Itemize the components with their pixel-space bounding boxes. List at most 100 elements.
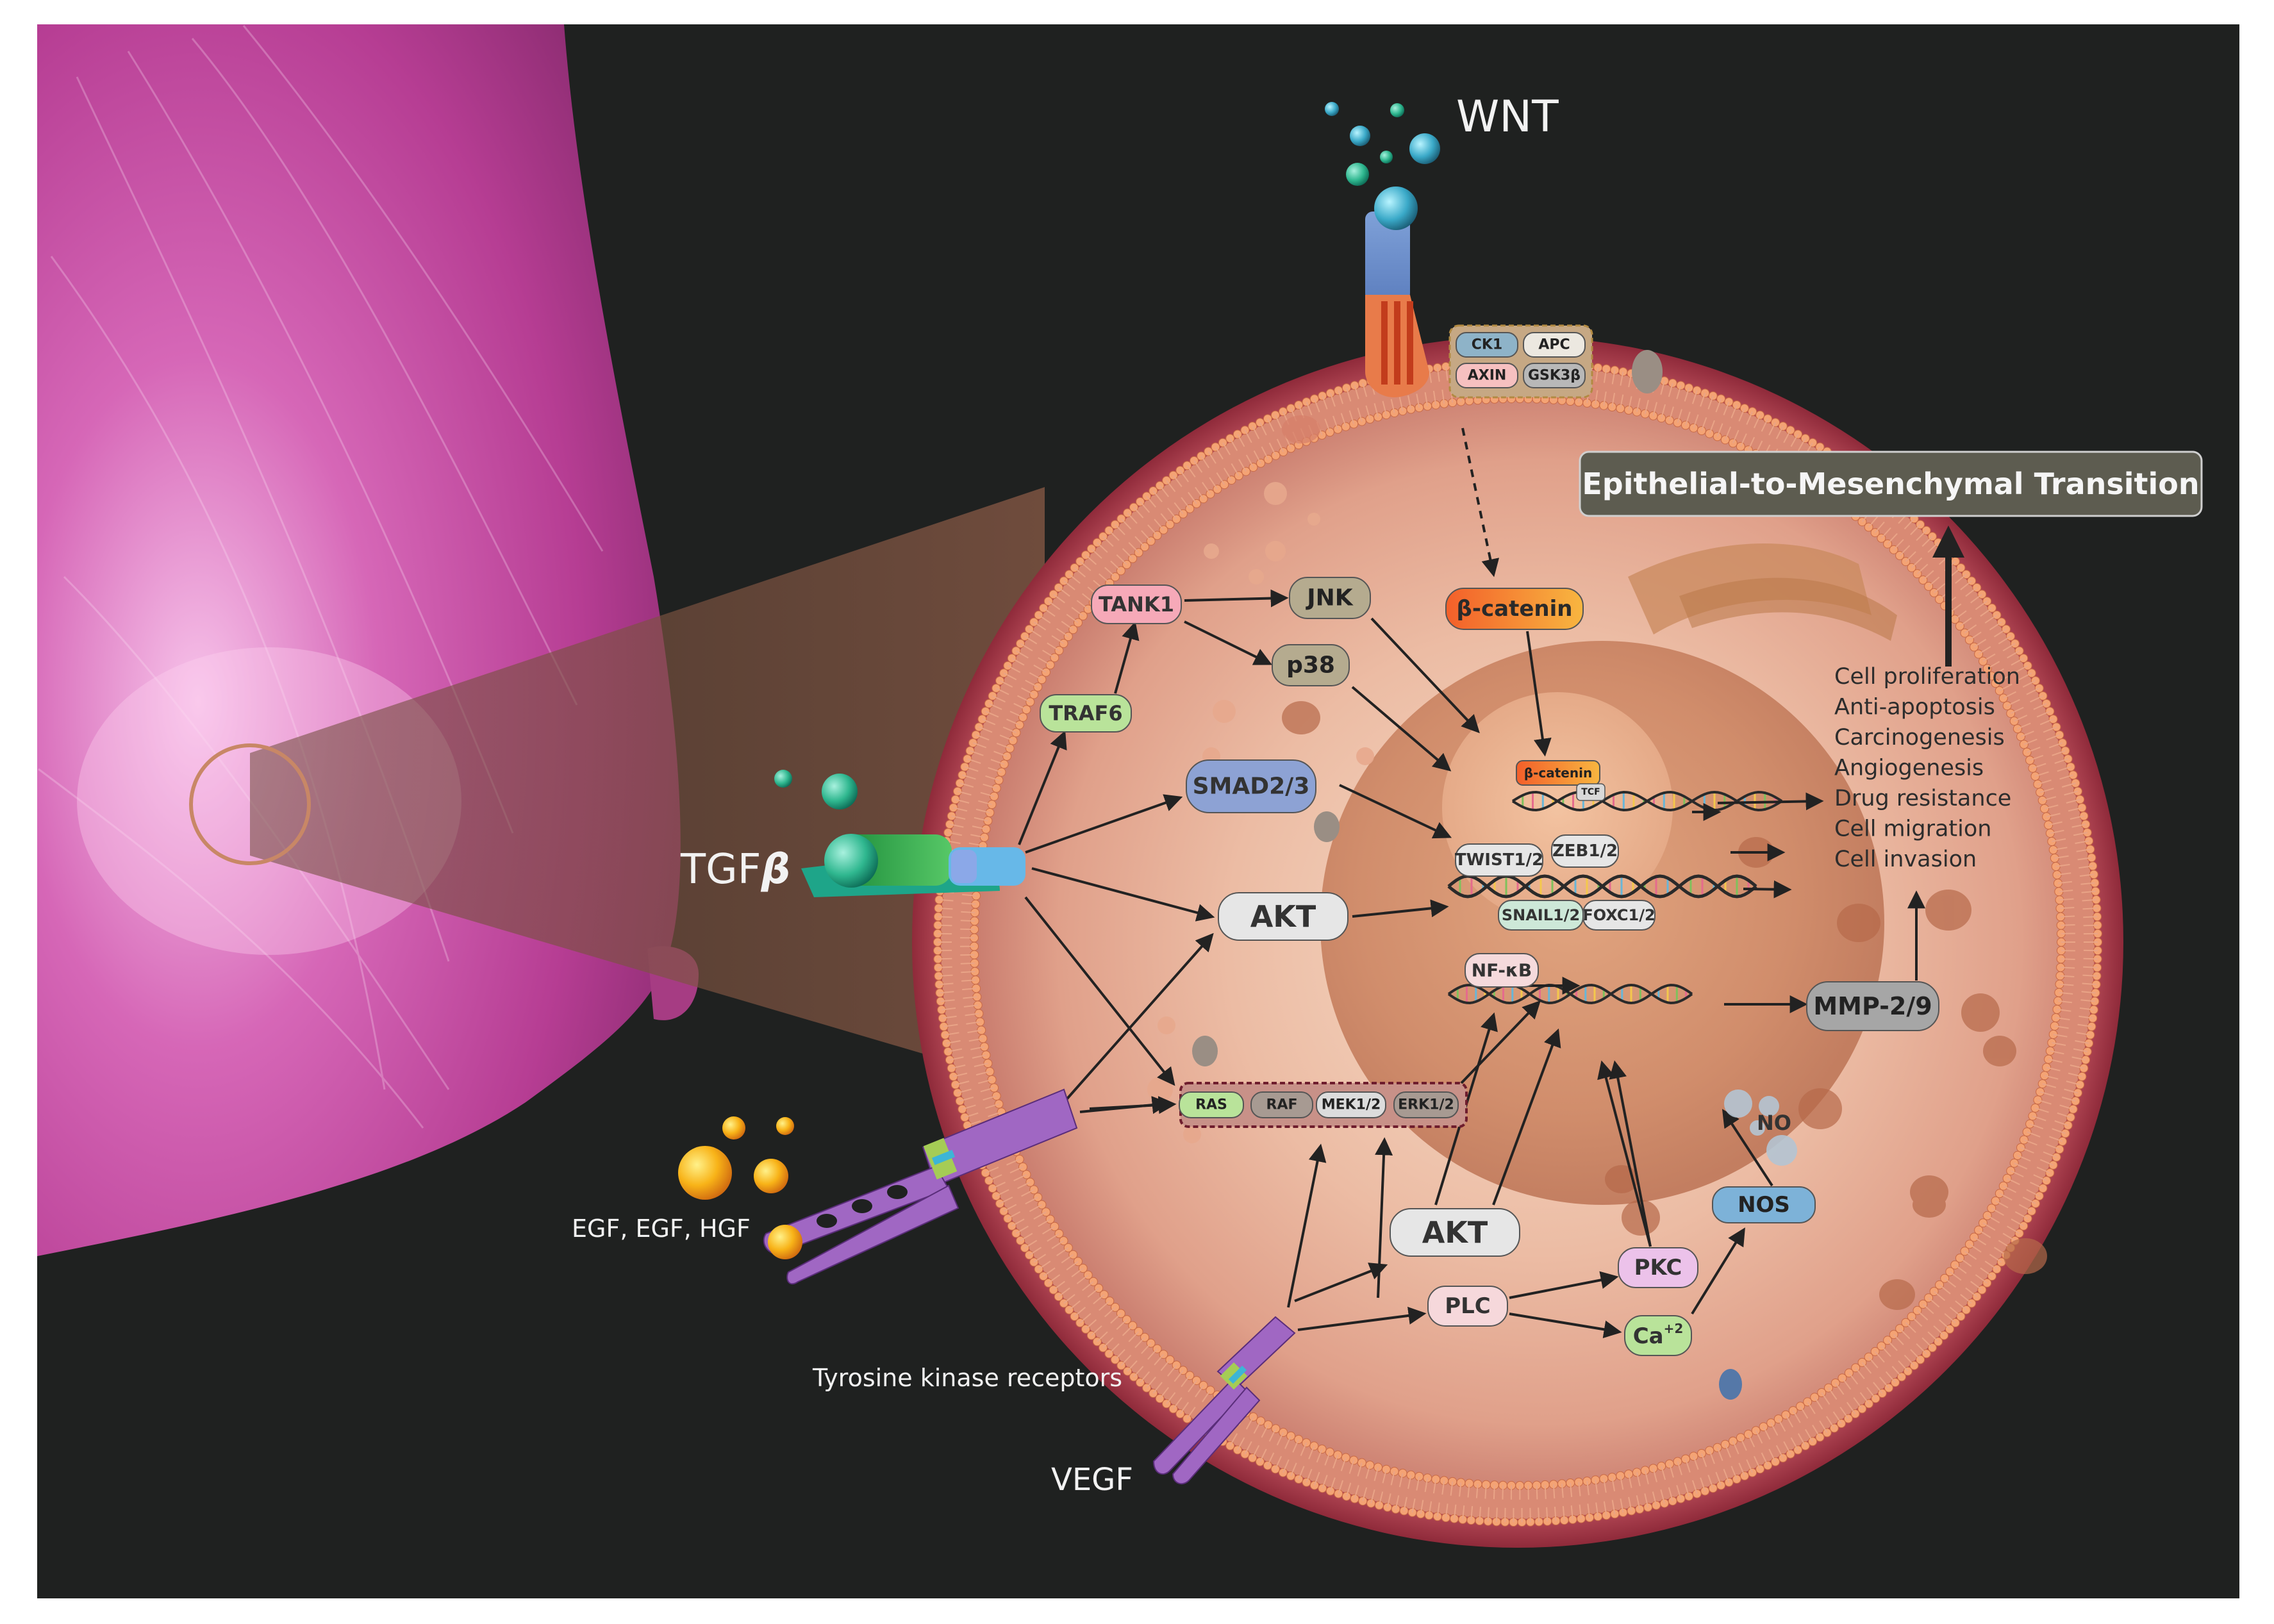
vegf-receptor <box>1152 1316 1296 1485</box>
nuclear-spots <box>1282 701 2047 1310</box>
mapk-complex-item-shape <box>1393 1091 1459 1118</box>
mammogram-breast <box>37 24 681 1256</box>
mapk-complex-item-shape <box>1250 1091 1313 1118</box>
pathway-arrow <box>1063 932 1214 1104</box>
mapk-complex-item-label: RAF <box>1266 1097 1298 1113</box>
pathway-arrow <box>1018 730 1067 845</box>
ca-node-shape <box>1624 1315 1692 1356</box>
vegf-label: VEGF <box>1051 1462 1133 1498</box>
tank1-node-shape <box>1091 584 1182 624</box>
smad-node: SMAD2/3 <box>1186 759 1316 813</box>
wnt-complex-item-label: AXIN <box>1468 368 1507 384</box>
pathway-arrow <box>1722 1109 1773 1187</box>
mapk-complex-item-label: MEK1/2 <box>1322 1097 1381 1113</box>
foxc-node-shape <box>1582 900 1656 931</box>
plc-node-shape <box>1427 1286 1508 1327</box>
tgf-beta-symbol: β <box>761 846 791 893</box>
akt-node-top-label: AKT <box>1250 899 1316 934</box>
mmp-node-label: MMP-2/9 <box>1813 992 1932 1020</box>
mapk-complex-item-shape <box>1179 1091 1244 1118</box>
traf6-node-shape <box>1040 694 1132 733</box>
pathway-arrow <box>1079 1096 1170 1114</box>
rtk-label: Tyrosine kinase receptors <box>812 1364 1122 1392</box>
wnt-dotted-arrow <box>1461 427 1500 577</box>
pathway-arrow <box>1297 1306 1427 1331</box>
pathway-arrow <box>1691 1227 1745 1315</box>
pkc-node-label: PKC <box>1634 1255 1682 1280</box>
outcome-item: Angiogenesis <box>1834 756 1984 781</box>
pathway-arrow <box>1609 1060 1652 1247</box>
egf-label: EGF, EGF, HGF <box>572 1214 751 1243</box>
twist-node-shape <box>1455 843 1543 877</box>
wnt-complex-item-shape <box>1523 363 1586 388</box>
wnt-complex-item-label: GSK3β <box>1528 368 1581 384</box>
traf6-node-label: TRAF6 <box>1049 701 1122 725</box>
emt-box: Epithelial-to-Mesenchymal Transition <box>1579 451 2203 517</box>
pathway-arrow <box>1351 686 1452 772</box>
outcome-item: Cell migration <box>1834 816 1991 842</box>
pathway-arrow <box>1294 1263 1388 1302</box>
nos-node-shape <box>1712 1186 1816 1223</box>
outcome-item: Drug resistance <box>1834 786 2011 811</box>
wnt-complex-item-0: CK1 <box>1456 332 1518 358</box>
twist-node-label: TWIST1/2 <box>1455 850 1543 870</box>
foxc-node: FOXC1/2 <box>1582 900 1656 931</box>
ca-text: Ca <box>1633 1323 1664 1349</box>
plc-node-label: PLC <box>1445 1293 1491 1319</box>
traf6-node: TRAF6 <box>1040 694 1132 733</box>
pathway-arrow <box>1287 1143 1327 1308</box>
pathway-arrow <box>1114 621 1140 694</box>
ca-node-label: Ca+2 <box>1633 1321 1684 1349</box>
outcome-item: Anti-apoptosis <box>1834 695 1995 720</box>
outcome-item: Cell proliferation <box>1834 664 2020 690</box>
nos-node: NOS <box>1712 1186 1816 1223</box>
outcome-item: Carcinogenesis <box>1834 725 2005 750</box>
nfkb-node-shape <box>1465 953 1539 988</box>
egf-receptor <box>678 1088 1078 1285</box>
mmp-node: MMP-2/9 <box>1806 981 1939 1031</box>
pathway-arrow <box>1492 1028 1561 1206</box>
pathway-arrow <box>1352 899 1449 918</box>
mapk-complex-item-label: RAS <box>1195 1097 1227 1113</box>
smad-node-label: SMAD2/3 <box>1193 774 1310 800</box>
pathway-arrow <box>1526 631 1552 757</box>
tcf-node-label: TCF <box>1581 787 1600 797</box>
beta-catenin-nuclear-label: β-catenin <box>1524 765 1592 781</box>
no-bubbles <box>1724 1090 1797 1166</box>
akt-node-bottom-label: AKT <box>1422 1215 1488 1250</box>
ca-node: Ca+2 <box>1624 1315 1692 1356</box>
nfkb-node: NF-κB <box>1465 953 1539 988</box>
pathway-arrow <box>1597 1060 1652 1247</box>
wnt-complex-item-shape <box>1456 332 1518 358</box>
pathway-arrow <box>1460 1000 1541 1084</box>
mmp-node-shape <box>1806 981 1939 1031</box>
zeb-node-label: ZEB1/2 <box>1552 841 1618 861</box>
golgi-apparatus <box>1679 577 1897 641</box>
pathway-arrow <box>1025 794 1183 854</box>
smad-node-shape <box>1186 759 1316 813</box>
pathway-arrows <box>1018 589 1925 1339</box>
pathway-arrow <box>1509 1271 1619 1299</box>
pathway-arrow <box>1031 867 1215 922</box>
zeb-node-shape <box>1551 834 1619 868</box>
wnt-receptor <box>1325 102 1440 397</box>
pathway-arrow <box>1024 896 1175 1086</box>
tank1-node-label: TANK1 <box>1099 592 1174 617</box>
pathway-arrow <box>1509 1313 1622 1339</box>
akt-node-top: AKT <box>1218 892 1349 941</box>
tcf-node: TCF <box>1576 783 1606 801</box>
beta-catenin-node: β-catenin <box>1445 588 1584 630</box>
tgf-label: TGFβ <box>680 846 790 893</box>
foxc-node-label: FOXC1/2 <box>1582 906 1655 924</box>
p38-node-shape <box>1272 644 1350 686</box>
pathway-arrow <box>1184 589 1289 608</box>
mapk-complex-item-1: RAF <box>1250 1091 1313 1118</box>
wnt-complex-item-label: CK1 <box>1472 337 1503 353</box>
wnt-complex-item-shape <box>1456 363 1518 388</box>
outcome-list: Cell proliferationAnti-apoptosisCarcinog… <box>1834 664 2020 872</box>
nfkb-node-label: NF-κB <box>1472 960 1532 981</box>
ca-superscript: +2 <box>1664 1321 1684 1336</box>
